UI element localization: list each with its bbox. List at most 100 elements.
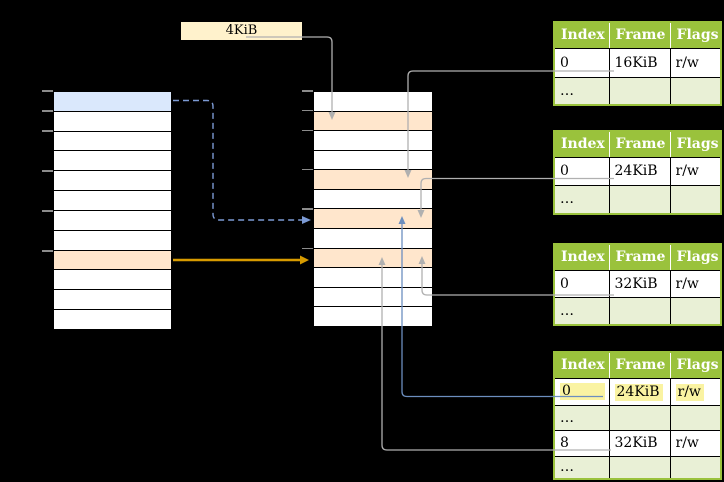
- col-header-index: Index: [554, 352, 610, 379]
- memory-row-white: [54, 111, 171, 132]
- memory-row-white: [314, 287, 432, 308]
- cell-flags: [669, 455, 722, 480]
- memory-row-white: [54, 310, 171, 329]
- cell-frame: 32KiB: [608, 269, 671, 298]
- memory-row-white: [314, 268, 432, 288]
- table-header-row: Index Frame Flags: [554, 131, 721, 158]
- cell-frame: 24KiB: [608, 377, 671, 406]
- tick-mark: [42, 110, 53, 112]
- cell-frame: 24KiB: [608, 156, 671, 186]
- cell-flags: [669, 404, 722, 431]
- memory-row-white: [314, 307, 432, 326]
- tick-mark: [42, 90, 53, 92]
- tick-mark: [42, 170, 53, 172]
- tick-mark: [302, 168, 313, 171]
- cell-frame: [608, 76, 671, 106]
- table-row-highlighted: 0 24KiB r/w: [553, 377, 722, 406]
- tick-mark: [302, 247, 313, 250]
- memory-row-white: [54, 270, 171, 291]
- col-header-frame: Frame: [609, 22, 671, 49]
- col-header-index: Index: [554, 244, 610, 271]
- col-header-flags: Flags: [670, 131, 721, 158]
- memory-row-white: [54, 131, 171, 152]
- highlight-index: 0: [560, 383, 605, 400]
- highlight-frame: 24KiB: [614, 383, 663, 401]
- memory-row-white: [314, 131, 432, 151]
- page-table-32kib: Index Frame Flags 0 32KiB r/w …: [553, 243, 722, 326]
- cell-flags: [669, 296, 722, 326]
- memory-row-white: [54, 171, 171, 192]
- table-header-row: Index Frame Flags: [554, 352, 721, 379]
- cell-frame: [608, 404, 671, 431]
- cell-flags: r/w: [669, 269, 722, 298]
- highlight-flags: r/w: [675, 383, 704, 401]
- cell-index: …: [553, 455, 610, 480]
- cell-flags: [669, 76, 722, 106]
- memory-row-orange: [314, 170, 432, 190]
- memory-row-orange: [54, 250, 171, 271]
- memory-row-orange: [314, 248, 432, 269]
- tick-mark: [42, 250, 53, 252]
- cell-flags: [669, 184, 722, 215]
- col-header-flags: Flags: [670, 22, 721, 49]
- cell-frame: 16KiB: [608, 47, 671, 78]
- table-row-ellipsis: …: [553, 404, 722, 431]
- memory-row-blue: [54, 92, 171, 112]
- memory-row-white: [54, 290, 171, 311]
- table-row: 8 32KiB r/w: [553, 429, 722, 457]
- col-header-frame: Frame: [609, 244, 671, 271]
- cell-flags: r/w: [669, 47, 722, 78]
- arrow-virtual-blue-page-dashed: [173, 99, 311, 224]
- page-table-16kib: Index Frame Flags 0 16KiB r/w …: [553, 21, 722, 106]
- table-header-row: Index Frame Flags: [554, 244, 721, 271]
- table-row-ellipsis: …: [553, 296, 722, 326]
- tick-mark: [302, 129, 313, 132]
- tick-mark: [302, 208, 313, 210]
- cell-index: 8: [553, 429, 610, 457]
- table-row: 0 16KiB r/w: [553, 47, 722, 78]
- cell-flags: r/w: [669, 377, 722, 406]
- col-header-frame: Frame: [609, 352, 671, 379]
- cell-index: 0: [553, 47, 610, 78]
- cell-index: …: [553, 296, 610, 326]
- memory-row-orange: [314, 209, 432, 230]
- cell-index: 0: [553, 156, 610, 186]
- table-row: 0 32KiB r/w: [553, 269, 722, 298]
- memory-row-white: [314, 150, 432, 171]
- cell-frame: [608, 296, 671, 326]
- table-row: 0 24KiB r/w: [553, 156, 722, 186]
- page-table-level2: Index Frame Flags 0 24KiB r/w … 8 32KiB …: [553, 351, 722, 480]
- tick-mark: [42, 210, 53, 212]
- cell-index: …: [553, 184, 610, 215]
- memory-row-white: [54, 230, 171, 251]
- tick-mark: [302, 90, 313, 92]
- cell-index: …: [553, 404, 610, 431]
- memory-row-white: [54, 210, 171, 231]
- col-header-index: Index: [554, 131, 610, 158]
- table-row-ellipsis: …: [553, 184, 722, 215]
- cell-index: 0: [553, 377, 610, 406]
- tick-mark: [42, 130, 53, 132]
- table-row-ellipsis: …: [553, 76, 722, 106]
- memory-row-white: [314, 189, 432, 210]
- memory-row-white: [314, 229, 432, 249]
- cell-index: …: [553, 76, 610, 106]
- col-header-frame: Frame: [609, 131, 671, 158]
- col-header-flags: Flags: [670, 244, 721, 271]
- cell-frame: [608, 184, 671, 215]
- cell-index: 0: [553, 269, 610, 298]
- cell-frame: [608, 455, 671, 480]
- memory-row-orange: [314, 111, 432, 132]
- tick-mark: [302, 109, 313, 112]
- physical-memory-table: [313, 91, 433, 327]
- table-row-ellipsis: …: [553, 455, 722, 480]
- memory-row-white: [54, 191, 171, 211]
- table-header-row: Index Frame Flags: [554, 22, 721, 49]
- cell-flags: r/w: [669, 156, 722, 186]
- col-header-flags: Flags: [670, 352, 721, 379]
- memory-row-white: [54, 151, 171, 172]
- cell-frame: 32KiB: [608, 429, 671, 457]
- col-header-index: Index: [554, 22, 610, 49]
- cell-flags: r/w: [669, 429, 722, 457]
